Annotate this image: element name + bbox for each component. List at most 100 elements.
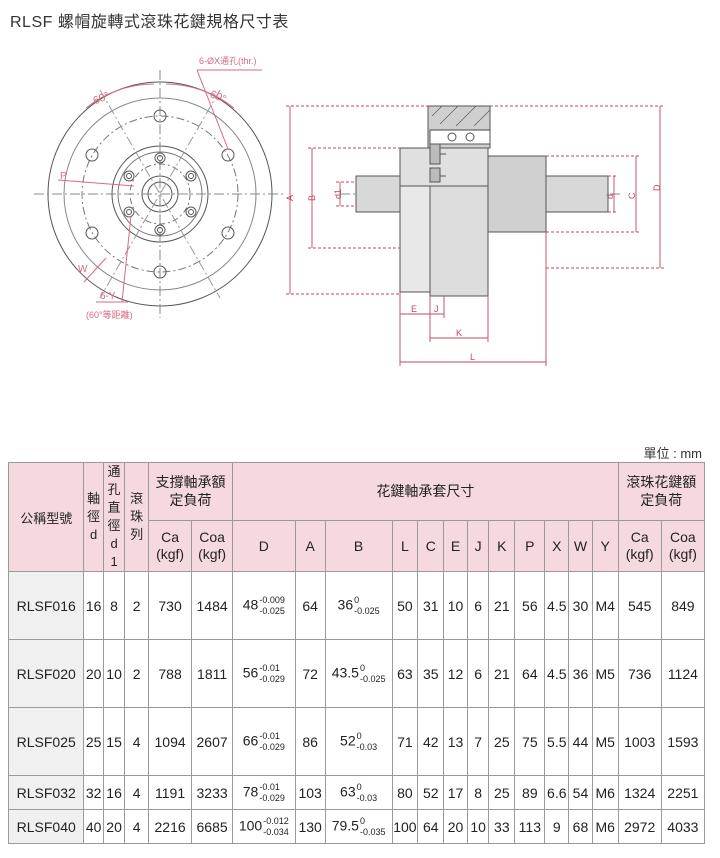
table-cell-model: RLSF020: [7, 639, 85, 708]
table-cell-k: 25: [488, 775, 516, 810]
table-cell-x: 6.6: [544, 775, 570, 810]
tap-label: 6-Y: [100, 291, 116, 302]
table-cell-coa2: 849: [660, 571, 706, 640]
table-cell-x: 9: [544, 809, 570, 844]
table-cell-model: RLSF032: [7, 775, 85, 810]
table-cell-j: 8: [466, 775, 490, 810]
sub-header-cell: Ca (kgf): [148, 519, 193, 573]
through-hole: [221, 226, 235, 240]
tolerance: -0.01-0.029: [259, 663, 285, 685]
nominal-value: 56: [242, 664, 259, 681]
nominal-value: 48: [242, 596, 259, 613]
table-cell-ca2: 545: [617, 571, 662, 640]
table-cell-k: 25: [488, 707, 516, 776]
table-cell-ca1: 730: [148, 571, 193, 640]
table-cell-l: 80: [391, 775, 419, 810]
table-cell-d: 100-0.012-0.034: [232, 809, 296, 844]
table-cell-y: M5: [591, 639, 619, 708]
table-cell-ca1: 788: [148, 639, 193, 708]
table-cell-j: 10: [466, 809, 490, 844]
sub-header-cell: X: [544, 519, 570, 573]
tolerance-lower: -0.035: [359, 826, 386, 837]
tolerance-lower: -0.025: [359, 673, 386, 684]
nominal-value: 100: [238, 817, 263, 834]
nominal-value: 78: [242, 783, 259, 800]
table-cell-n: 2: [124, 571, 150, 640]
pcd-p-label: P: [60, 171, 67, 182]
table-cell-l: 50: [391, 571, 419, 640]
tolerance: -0.009-0.025: [259, 595, 285, 617]
tolerance-lower: -0.025: [259, 605, 285, 616]
through-hole: [85, 226, 99, 240]
tolerance: 0-0.035: [360, 816, 386, 838]
table-cell-x: 4.5: [544, 639, 570, 708]
tolerance: 0-0.03: [357, 782, 378, 804]
table-cell-l: 71: [391, 707, 419, 776]
table-cell-l: 63: [391, 639, 419, 708]
table-cell-k: 21: [488, 571, 516, 640]
page-title: RLSF 螺帽旋轉式滾珠花鍵規格尺寸表: [10, 14, 289, 31]
tolerance-lower: -0.03: [356, 741, 378, 752]
tolerance-upper: 0: [359, 815, 365, 826]
table-cell-coa2: 2251: [660, 775, 706, 810]
table-cell-d1: 16: [102, 775, 126, 810]
header-sleeve-dims: 花鍵軸承套尺寸: [232, 462, 619, 521]
tolerance: -0.01-0.029: [259, 731, 285, 753]
table-cell-coa1: 2607: [191, 707, 234, 776]
table-cell-k: 21: [488, 639, 516, 708]
nominal-value: 52: [340, 732, 356, 749]
table-cell-model: RLSF040: [7, 809, 85, 844]
svg-text:B: B: [307, 195, 317, 201]
table-cell-d: 16: [83, 571, 104, 640]
table-cell-d1: 8: [102, 571, 126, 640]
svg-text:d1: d1: [333, 189, 343, 199]
table-cell-k: 33: [488, 809, 516, 844]
nominal-value: 79.5: [331, 817, 359, 834]
table-cell-n: 4: [124, 809, 150, 844]
tolerance: -0.012-0.034: [263, 816, 289, 838]
tolerance: -0.01-0.029: [259, 782, 285, 804]
table-cell-ca2: 736: [617, 639, 662, 708]
header-rows: 滾珠列: [124, 462, 150, 572]
table-cell-a: 103: [294, 775, 326, 810]
table-cell-c: 31: [417, 571, 445, 640]
table-cell-d: 20: [83, 639, 104, 708]
table-cell-d1: 20: [102, 809, 126, 844]
sub-header-cell: Y: [591, 519, 619, 573]
nominal-value: 43.5: [331, 664, 359, 681]
through-hole: [153, 109, 167, 123]
front-view-annotations: [57, 69, 262, 303]
table-cell-x: 4.5: [544, 571, 570, 640]
table-cell-w: 68: [568, 809, 593, 844]
table-cell-ca2: 1324: [617, 775, 662, 810]
pcd-w-label: W: [78, 264, 88, 275]
sub-header-cell: J: [466, 519, 490, 573]
table-cell-j: 6: [466, 571, 490, 640]
svg-text:d: d: [605, 194, 615, 199]
table-cell-a: 86: [294, 707, 326, 776]
sub-header-cell: P: [514, 519, 546, 573]
tolerance-upper: 0: [359, 662, 365, 673]
table-cell-j: 7: [466, 707, 490, 776]
table-cell-y: M4: [591, 571, 619, 640]
sub-header-cell: C: [417, 519, 445, 573]
angle-right-label: 60°: [208, 88, 228, 105]
table-cell-coa2: 1124: [660, 639, 706, 708]
table-cell-j: 6: [466, 639, 490, 708]
tolerance-lower: -0.029: [259, 741, 285, 752]
tap-note: (60°等距離): [86, 309, 133, 320]
table-cell-ca2: 1003: [617, 707, 662, 776]
table-cell-e: 13: [443, 707, 468, 776]
table-cell-coa2: 4033: [660, 809, 706, 844]
sub-header-cell: Ca (kgf): [617, 519, 662, 573]
table-cell-c: 42: [417, 707, 445, 776]
table-cell-ca1: 2216: [148, 809, 193, 844]
sub-header-cell: K: [488, 519, 516, 573]
unit-label: 單位 : mm: [643, 446, 703, 461]
svg-text:J: J: [434, 304, 439, 314]
sub-header-row: Ca (kgf) Coa (kgf) D A B L C E J K P X W…: [9, 519, 706, 573]
